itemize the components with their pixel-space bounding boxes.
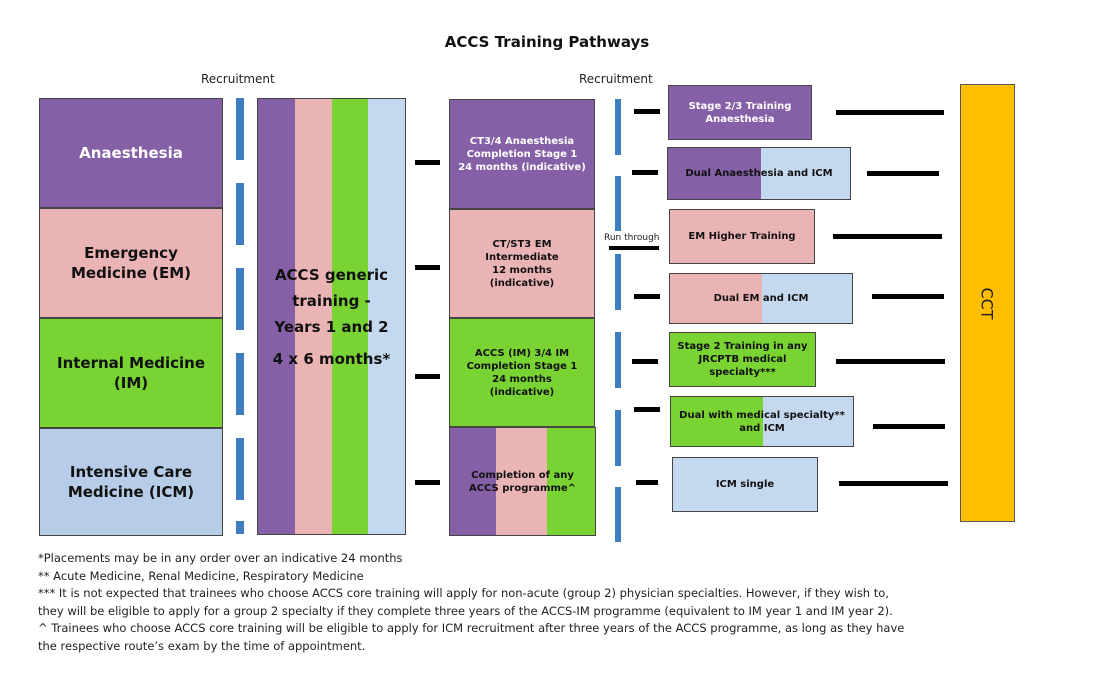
stage-block-im: ACCS (IM) 3/4 IM Completion Stage 1 24 m…	[449, 318, 595, 427]
diagram-title: ACCS Training Pathways	[444, 33, 650, 51]
connector-cct	[867, 171, 939, 176]
stage-line: Intermediate	[485, 251, 559, 263]
stage-block-anaesthesia: CT3/4 Anaesthesia Completion Stage 1 24 …	[449, 99, 595, 209]
stripe-im	[331, 99, 369, 534]
recruitment-dash	[615, 254, 621, 310]
outcome-line: EM Higher Training	[688, 231, 796, 242]
footnote: ^ Trainees who choose ACCS core training…	[38, 621, 905, 635]
outcome-line: specialty***	[709, 367, 776, 378]
recruitment-label-right: Recruitment	[579, 72, 653, 86]
outcome-stage2-jrcptb: Stage 2 Training in any JRCPTB medical s…	[669, 332, 816, 387]
outcome-dual-em-icm: Dual EM and ICM	[669, 273, 853, 324]
stage-line: CT/ST3 EM	[492, 238, 552, 250]
stage-line: Completion Stage 1	[466, 360, 578, 372]
specialty-emergency-medicine: Emergency Medicine (EM)	[39, 208, 223, 318]
stage-line: ACCS (IM) 3/4 IM	[474, 347, 570, 359]
stripe-im	[547, 428, 595, 535]
connector-cct	[836, 110, 944, 115]
footnote: *** It is not expected that trainees who…	[38, 586, 889, 600]
outcome-line: Anaesthesia	[705, 113, 775, 125]
generic-training-block	[257, 98, 406, 535]
recruitment-dash	[236, 183, 244, 245]
specialty-label: Anaesthesia	[79, 143, 183, 162]
recruitment-dash	[615, 99, 621, 155]
recruitment-dash	[236, 268, 244, 330]
connector-cct	[839, 481, 948, 486]
stage-block-em: CT/ST3 EM Intermediate 12 months (indica…	[449, 209, 595, 318]
half-icm	[762, 274, 852, 323]
stripe-em	[496, 428, 547, 535]
recruitment-dash	[236, 353, 244, 415]
outcome-line: Stage 2/3 Training	[688, 100, 792, 112]
stage-line: (indicative)	[489, 386, 555, 398]
stripe-anaesthesia	[258, 99, 295, 534]
stripe-icm	[368, 99, 405, 534]
specialty-label: Emergency Medicine (EM)	[71, 243, 191, 282]
run-through-label: Run through	[604, 233, 660, 243]
recruitment-dash	[236, 521, 244, 534]
connector	[636, 480, 658, 485]
connector-cct	[873, 424, 945, 429]
stage-line: 24 months (indicative)	[458, 161, 586, 173]
connector-cct	[872, 294, 944, 299]
footnotes: *Placements may be in any order over an …	[38, 550, 904, 655]
recruitment-dash	[615, 487, 621, 542]
outcome-dual-anaesthesia-icm: Dual Anaesthesia and ICM	[667, 147, 851, 200]
connector-cct	[836, 359, 945, 364]
outcome-em-higher-training: EM Higher Training	[669, 209, 815, 264]
recruitment-label-left: Recruitment	[201, 72, 275, 86]
half-anaesthesia	[668, 148, 761, 199]
half-em	[670, 274, 762, 323]
connector	[415, 374, 440, 379]
stripe-em	[294, 99, 332, 534]
specialty-intensive-care-medicine: Intensive Care Medicine (ICM)	[39, 428, 223, 536]
outcome-stage23-anaesthesia: Stage 2/3 Training Anaesthesia	[668, 85, 812, 140]
recruitment-dash	[615, 332, 621, 388]
recruitment-dash	[615, 176, 621, 231]
half-icm	[763, 397, 853, 446]
connector-cct	[833, 234, 942, 239]
outcome-line: Stage 2 Training in any	[677, 341, 808, 352]
footnote: the respective route’s exam by the time …	[38, 638, 366, 653]
recruitment-dash	[615, 410, 621, 466]
outcome-dual-medical-specialty-icm: Dual with medical specialty** and ICM	[670, 396, 854, 447]
stage-line: (indicative)	[489, 277, 555, 289]
connector	[415, 160, 440, 165]
connector	[634, 407, 660, 412]
connector	[415, 480, 440, 485]
specialty-anaesthesia: Anaesthesia	[39, 98, 223, 208]
connector	[632, 359, 658, 364]
footnote: they will be eligible to apply for a gro…	[38, 603, 893, 618]
connector	[632, 170, 658, 175]
outcome-icm-single: ICM single	[672, 457, 818, 512]
connector	[634, 109, 660, 114]
stage-line: 24 months	[492, 373, 552, 385]
specialty-internal-medicine: Internal Medicine (IM)	[39, 318, 223, 428]
specialty-label: Intensive Care Medicine (ICM)	[67, 462, 195, 501]
stage-line: 12 months	[492, 264, 552, 276]
stage-block-any-accs	[449, 427, 596, 536]
half-im	[671, 397, 763, 446]
half-icm	[761, 148, 850, 199]
footnote: *Placements may be in any order over an …	[38, 551, 403, 565]
specialty-label: Internal Medicine (IM)	[56, 353, 206, 392]
footnote: ** Acute Medicine, Renal Medicine, Respi…	[38, 568, 364, 583]
stage-line: Completion Stage 1	[466, 148, 578, 160]
stage-line: CT3/4 Anaesthesia	[469, 135, 575, 147]
outcome-line: ICM single	[715, 479, 775, 490]
recruitment-dash	[236, 98, 244, 160]
cct-block: CCT	[960, 84, 1015, 522]
outcome-line: JRCPTB medical	[698, 354, 787, 365]
connector	[415, 265, 440, 270]
recruitment-dash	[236, 438, 244, 500]
cct-label: CCT	[978, 286, 997, 320]
connector	[634, 294, 660, 299]
stripe-anaesthesia	[450, 428, 496, 535]
run-through-connector	[609, 246, 659, 250]
